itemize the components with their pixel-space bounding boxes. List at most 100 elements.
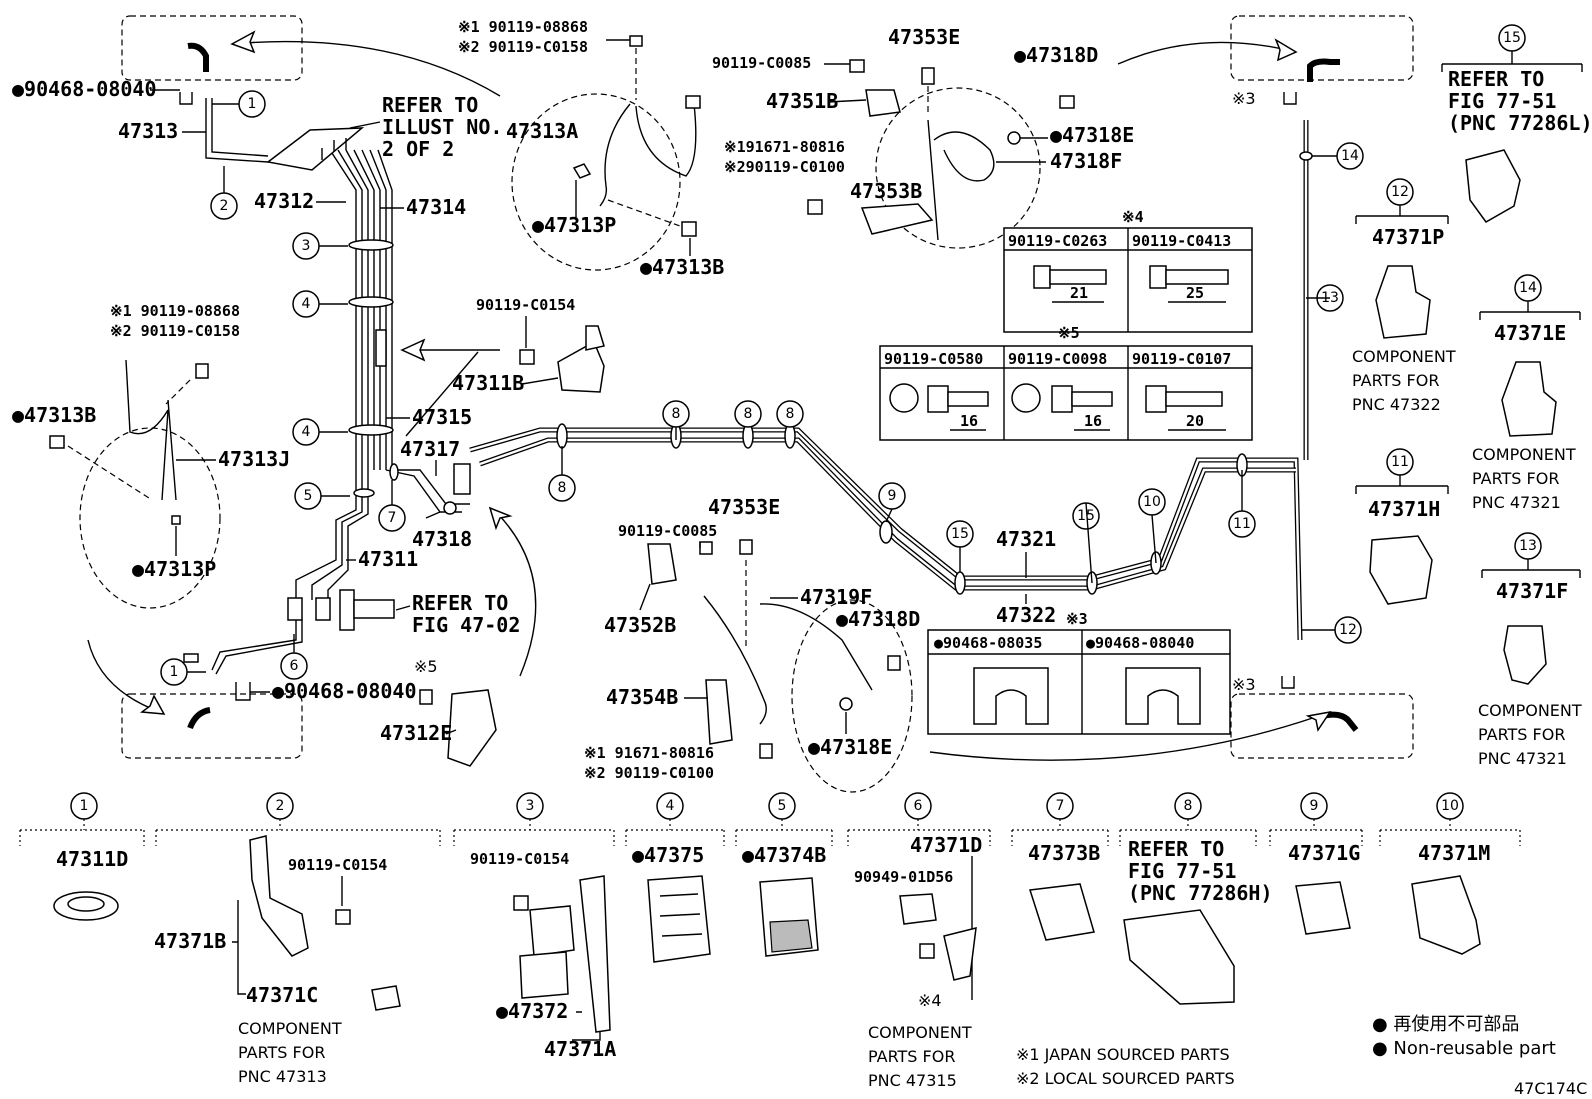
clip-47371f-icon <box>1503 625 1547 685</box>
detail-box-bottom-left <box>121 693 303 759</box>
label-c5a: 5 <box>304 488 313 504</box>
label-c1a: 1 <box>248 96 257 112</box>
label-c14a: 14 <box>1341 148 1359 164</box>
legend-japanese: ● 再使用不可部品 <box>1372 1014 1519 1035</box>
label-b2-47371c: 47371C <box>246 983 318 1007</box>
label-l47353e-a: 47353E <box>888 25 960 49</box>
label-b10-part: 47371M <box>1418 841 1490 865</box>
bottom-parts-row: 1 47311D 2 90119-C0154 47371B 47371C COM… <box>19 792 1521 1090</box>
label-l-refer-illust-1: REFER TO <box>382 93 478 117</box>
label-b6-x4: ※4 <box>918 991 942 1010</box>
label-b6-comp-3: PNC 47315 <box>868 1071 957 1090</box>
label-l47371p: 47371P <box>1372 225 1444 249</box>
bracket-47371b-icon <box>249 835 309 957</box>
label-l47311b: 47311B <box>452 371 524 395</box>
label-b3: 3 <box>526 798 535 814</box>
detail-box-top-right <box>1230 15 1414 81</box>
label-l47353e-b: 47353E <box>708 495 780 519</box>
label-b8-ref-3: (PNC 77286H) <box>1128 881 1273 905</box>
label-l47371h: 47371H <box>1368 497 1440 521</box>
label-c13t: 13 <box>1519 538 1537 554</box>
label-l47318d-b: ●47318D <box>836 607 920 631</box>
label-l90468-08040-tl: ●90468-08040 <box>12 77 157 101</box>
label-c8b: 8 <box>672 406 681 422</box>
label-l-refer-fig-1: REFER TO <box>412 591 508 615</box>
label-l47318d-a: ●47318D <box>1014 43 1098 67</box>
label-l-comp-47321a-1: COMPONENT <box>1472 445 1576 464</box>
label-l-16a: 16 <box>960 412 978 430</box>
detail-box-top-left <box>121 15 303 81</box>
clip-47372-icon <box>529 905 575 957</box>
arrow-47311b <box>405 351 479 437</box>
label-l47313b-b: ●47313B <box>12 403 96 427</box>
label-l-x4-hdr: ※4 <box>1122 208 1144 226</box>
label-b5-part: ●47374B <box>742 843 826 867</box>
label-b4: 4 <box>666 798 675 814</box>
label-l-c0580: 90119-C0580 <box>884 350 983 368</box>
label-l-x1-08868-b: ※1 90119-08868 <box>110 302 240 320</box>
label-c9a: 9 <box>888 488 897 504</box>
label-l-x3-mid: ※3 <box>1066 610 1088 628</box>
label-l-comp-47322-1: COMPONENT <box>1352 347 1456 366</box>
note-japan-sourced: ※1 JAPAN SOURCED PARTS <box>1016 1045 1230 1064</box>
label-l47314: 47314 <box>406 195 466 219</box>
label-c7a: 7 <box>388 510 397 526</box>
label-c10a: 10 <box>1143 494 1161 510</box>
label-c3a: 3 <box>302 238 311 254</box>
clip-table-x3: ●90468-08035 ●90468-08040 <box>927 629 1231 735</box>
label-l-16b: 16 <box>1084 412 1102 430</box>
label-l-comp-47321a-2: PARTS FOR <box>1472 469 1559 488</box>
label-b1: 1 <box>80 798 89 814</box>
label-l47313: 47313 <box>118 119 178 143</box>
label-l-x1-80816-a: ※191671-80816 <box>724 138 845 156</box>
label-b3-47372: ●47372 <box>496 999 568 1023</box>
label-l-x1-08868-a: ※1 90119-08868 <box>458 18 588 36</box>
label-c6a: 6 <box>290 658 299 674</box>
clip-90949-icon <box>899 893 937 925</box>
label-b8-ref-1: REFER TO <box>1128 837 1224 861</box>
label-l-08035: ●90468-08035 <box>934 634 1042 652</box>
assembly-outline-47313a <box>511 93 681 271</box>
label-b5: 5 <box>778 798 787 814</box>
label-l-x2-c0100-b: ※2 90119-C0100 <box>584 764 714 782</box>
label-l-refer-illust-3: 2 OF 2 <box>382 137 454 161</box>
harness-bundle <box>205 98 470 675</box>
label-l47318e-b: ●47318E <box>808 735 892 759</box>
label-l47318: 47318 <box>412 527 472 551</box>
label-b2-bolt: 90119-C0154 <box>288 856 387 874</box>
label-l47354b: 47354B <box>606 685 678 709</box>
label-l47318f: 47318F <box>1050 149 1122 173</box>
label-c11a: 11 <box>1233 516 1251 532</box>
label-b9-part: 47371G <box>1288 841 1360 865</box>
label-l-comp-47321b-3: PNC 47321 <box>1478 749 1567 768</box>
clamp-47373b-icon <box>1029 883 1095 941</box>
label-l-x2-c0100-a: ※290119-C0100 <box>724 158 845 176</box>
label-l47318e-a: ●47318E <box>1050 123 1134 147</box>
label-b7: 7 <box>1056 798 1065 814</box>
label-l-x2-c0158-a: ※2 90119-C0158 <box>458 38 588 56</box>
label-l47317: 47317 <box>400 437 460 461</box>
label-b1-part: 47311D <box>56 847 128 871</box>
label-b6-01d56: 90949-01D56 <box>854 868 953 886</box>
label-l-refer-77-2: FIG 77-51 <box>1448 89 1556 113</box>
clamp-47371m-icon <box>1411 875 1481 955</box>
label-c4b: 4 <box>302 424 311 440</box>
label-c15t: 15 <box>1503 30 1521 46</box>
junction-47317 <box>453 463 471 495</box>
label-c15a: 15 <box>951 526 969 542</box>
label-c8a: 8 <box>558 480 567 496</box>
label-l47313b-a: ●47313B <box>640 255 724 279</box>
label-l47352b: 47352B <box>604 613 676 637</box>
label-b8-ref-2: FIG 77-51 <box>1128 859 1236 883</box>
label-l-refer-illust-2: ILLUST NO. <box>382 115 502 139</box>
label-l90119-c0154-a: 90119-C0154 <box>476 296 575 314</box>
assembly-outline-47318f <box>875 87 1041 249</box>
assembly-outline-47313j <box>79 427 221 609</box>
label-l-c0413: 90119-C0413 <box>1132 232 1231 250</box>
legend-english: ● Non-reusable part <box>1372 1038 1556 1059</box>
label-l47319f: 47319F <box>800 585 872 609</box>
label-l-20: 20 <box>1186 412 1204 430</box>
label-b8: 8 <box>1184 798 1193 814</box>
clamp-47375-icon <box>647 875 711 963</box>
